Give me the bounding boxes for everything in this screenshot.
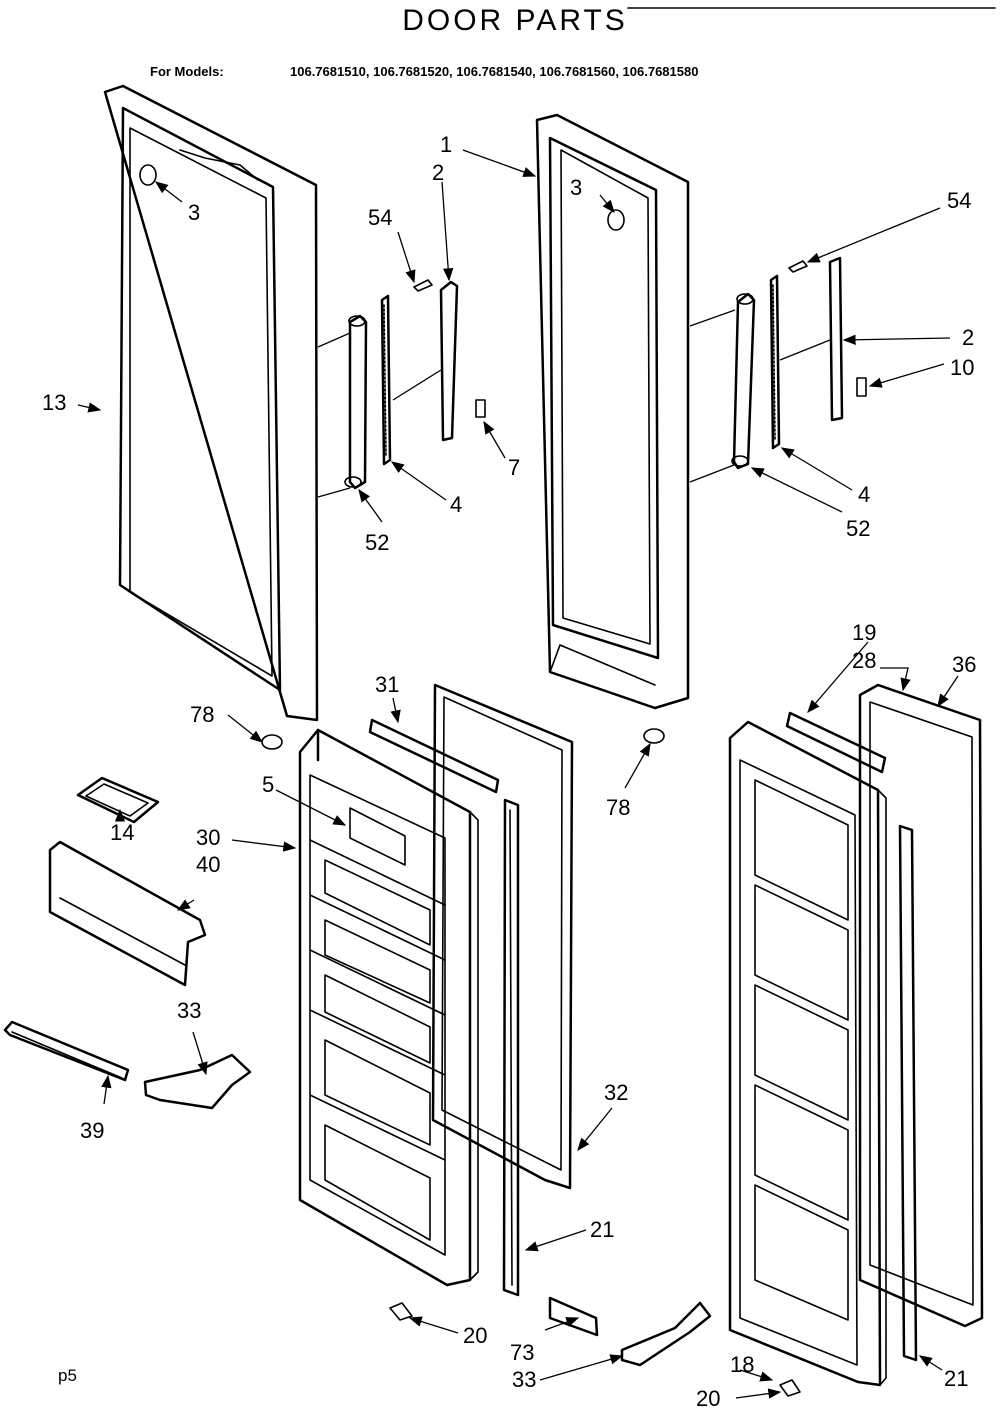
leader-lines [77,149,959,1399]
page-title: DOOR PARTS [402,4,628,37]
right-inner-liner [728,720,887,1387]
right-door-stop [607,209,625,231]
callout-31: 31 [375,672,399,697]
model-numbers: 106.7681510, 106.7681520, 106.7681540, 1… [290,64,699,79]
callout-10: 10 [950,355,974,380]
callout-21: 21 [590,1217,614,1242]
callout-14: 14 [110,820,134,845]
callout-3: 3 [188,200,200,225]
right-hinge-parts [689,256,867,483]
callout-1: 1 [440,132,452,157]
callout-4: 4 [450,492,462,517]
models-line: For Models: 106.7681510, 106.7681520, 106… [150,64,698,79]
callout-20: 20 [696,1386,720,1411]
right-gasket [785,683,984,1362]
models-label: For Models: [150,64,224,79]
callout-28: 28 [852,648,876,673]
callout-30: 30 [196,825,220,850]
left-gasket [368,683,574,1297]
callout-20: 20 [463,1323,487,1348]
right-outer-door [535,113,690,710]
callout-54: 54 [368,205,392,230]
callout-18: 18 [730,1352,754,1377]
page-code: p5 [58,1366,77,1385]
callout-52: 52 [365,530,389,555]
callout-19: 19 [852,620,876,645]
callout-3: 3 [570,175,582,200]
callout-2: 2 [432,160,444,185]
callout-2: 2 [962,325,974,350]
left-inner-liner [298,728,479,1287]
callout-13: 13 [42,390,66,415]
callout-33: 33 [512,1367,536,1392]
callout-4: 4 [858,482,870,507]
callout-52: 52 [846,516,870,541]
callout-36: 36 [952,652,976,677]
callout-21: 21 [944,1366,968,1391]
callout-40: 40 [196,852,220,877]
callout-labels: 1 2 2 2 3 3 4 4 5 7 10 13 14 18 19 20 20… [42,132,976,1411]
callout-54: 54 [947,188,971,213]
left-outer-door [103,84,319,722]
callout-78: 78 [190,702,214,727]
callout-7: 7 [508,455,520,480]
callout-32: 32 [604,1080,628,1105]
callout-73: 73 [510,1340,534,1365]
callout-5: 5 [262,772,274,797]
callout-33: 33 [177,998,201,1023]
left-door-stop [139,164,157,186]
left-hinge-parts [317,279,486,498]
callout-78: 78 [606,795,630,820]
callout-39: 39 [80,1118,104,1143]
